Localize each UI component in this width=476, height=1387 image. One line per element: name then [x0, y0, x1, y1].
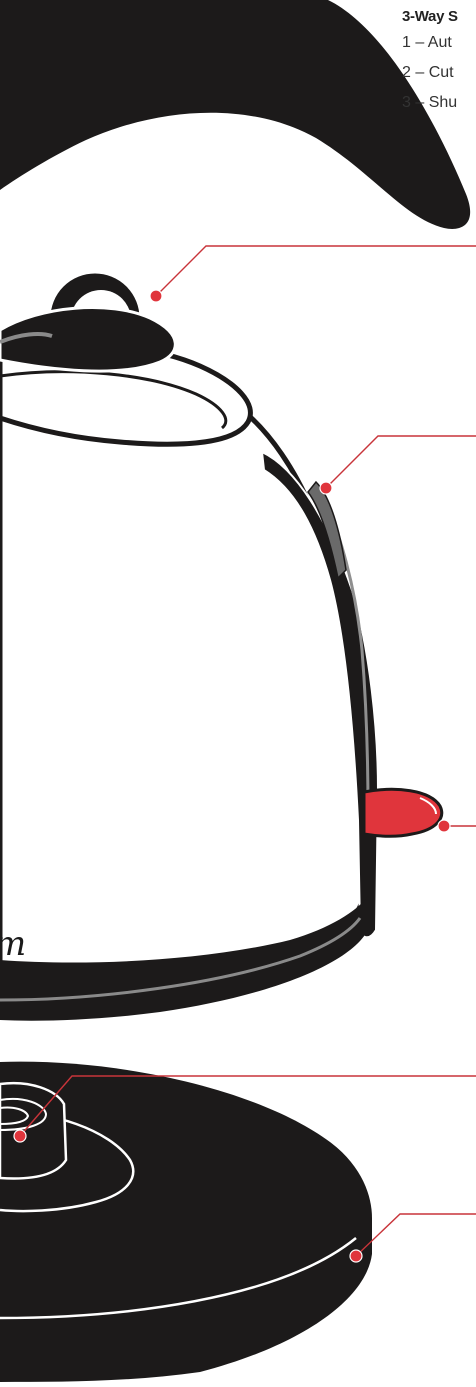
kettle-handle [0, 0, 470, 229]
feature-item-3: 3 – Shu [402, 94, 457, 112]
lid-top [0, 308, 175, 372]
callout-dot-lid-knob [150, 290, 162, 302]
leader-line-water-window [326, 436, 476, 488]
feature-item-1: 1 – Aut [402, 34, 452, 52]
callout-dot-base-rim [350, 1250, 362, 1262]
brand-script-text: m [0, 924, 26, 964]
feature-item-2: 2 – Cut [402, 64, 454, 82]
callout-dot-power-switch [438, 820, 450, 832]
callout-dot-water-window [320, 482, 332, 494]
feature-list-title: 3-Way S [402, 8, 458, 25]
base-connector [0, 1083, 66, 1178]
leader-line-lid-knob [156, 246, 476, 296]
kettle-body [0, 372, 362, 968]
callout-dot-base-connector [14, 1130, 26, 1142]
power-switch [364, 789, 442, 836]
leader-line-base-rim [356, 1214, 476, 1256]
